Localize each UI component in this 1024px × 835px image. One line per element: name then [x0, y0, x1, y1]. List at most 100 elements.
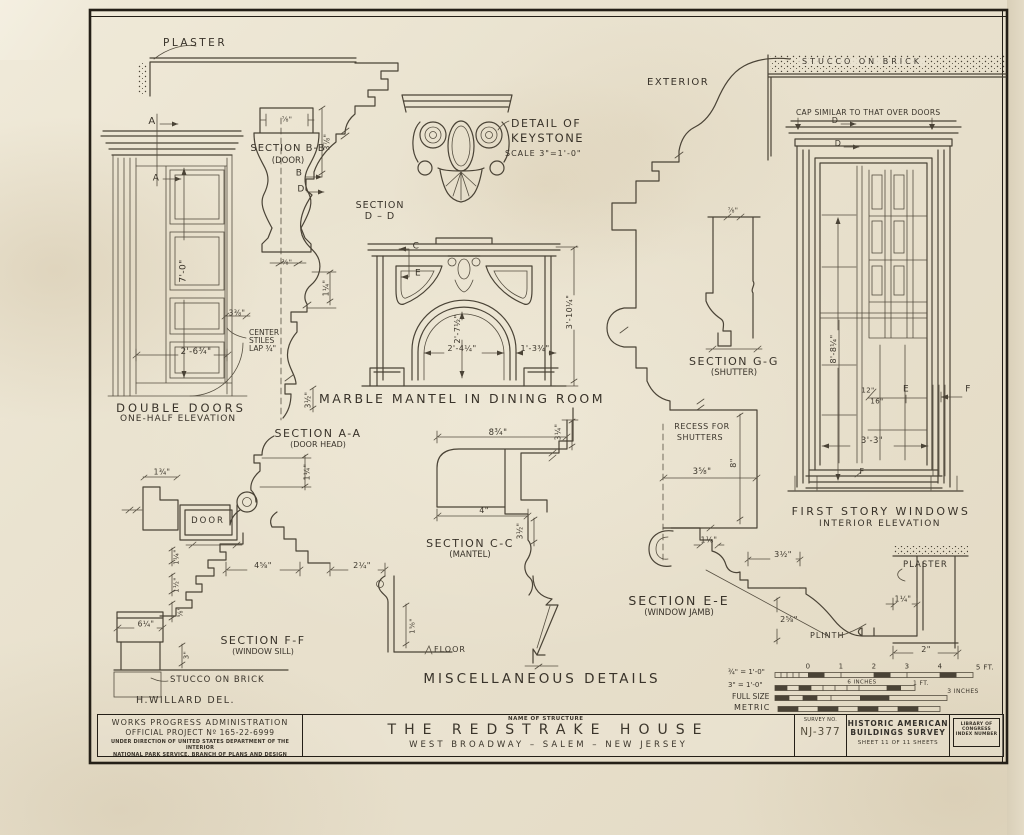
wpa-line2: OFFICIAL PROJECT Nº 165-22-6999	[125, 728, 275, 737]
name-of-structure-label: NAME OF STRUCTURE	[508, 716, 584, 722]
section-gg-title: SECTION G-G	[689, 355, 779, 368]
dim-annotation: D	[834, 139, 842, 148]
section-aa-profile	[121, 435, 331, 564]
recess-note-line2: SHUTTERS	[676, 433, 724, 442]
wpa-line1: WORKS PROGRESS ADMINISTRATION	[111, 718, 289, 727]
dim-annotation: 5 FT.	[975, 663, 995, 672]
dim-annotation: 4⅝"	[254, 561, 272, 570]
loc-line1: LIBRARY OF CONGRESS	[960, 722, 993, 732]
dim-annotation: D	[297, 184, 305, 195]
dim-annotation: 1¼"	[302, 463, 312, 481]
windows-title: FIRST STORY WINDOWS	[791, 505, 971, 518]
dim-annotation: 3'-10¼"	[565, 294, 574, 330]
dim-annotation: 3⅞"	[322, 133, 332, 151]
plinth-detail	[799, 546, 969, 660]
cap-note-arrows	[795, 117, 935, 130]
mantel-title: MARBLE MANTEL IN DINING ROOM	[318, 391, 606, 406]
survey-no-value: NJ-377	[800, 726, 841, 738]
plaster-note-right: PLASTER	[903, 560, 948, 570]
dim-annotation: 1⅝"	[408, 618, 417, 634]
dim-annotation: 3	[904, 662, 910, 671]
dim-annotation: 3¼"	[553, 423, 563, 441]
section-bb-title: SECTION B-B	[250, 143, 326, 154]
dim-annotation: D	[831, 116, 839, 125]
section-ee-profile	[648, 527, 829, 645]
dim-annotation: 1	[838, 662, 844, 671]
habs-line1: HISTORIC AMERICAN	[847, 719, 949, 728]
stucco-note-bottomleft: STUCCO ON BRICK	[170, 675, 265, 685]
dim-annotation: 2'-6¾"	[180, 346, 212, 357]
dim-annotation: 6¼"	[137, 619, 155, 629]
section-ee-title: SECTION E-E	[628, 593, 730, 608]
section-aa-subtitle: (DOOR HEAD)	[290, 440, 346, 449]
dim-annotation: 4	[937, 662, 943, 671]
dim-annotation: 2	[871, 662, 877, 671]
scale-bars	[774, 672, 974, 712]
dim-annotation: FLOOR	[434, 645, 466, 654]
dim-annotation: ⅞"	[281, 115, 293, 124]
title-block-wpa-cell: WORKS PROGRESS ADMINISTRATION OFFICIAL P…	[98, 715, 302, 758]
dim-annotation: 1½"	[172, 577, 181, 593]
keystone-scale-note: SCALE 3"=1'-0"	[505, 149, 582, 158]
dim-annotation: 1'-3¾"	[520, 344, 550, 353]
double-doors-subtitle: ONE-HALF ELEVATION	[119, 414, 237, 424]
dim-annotation: 1⅛"	[700, 535, 718, 545]
loc-line2: INDEX NUMBER	[955, 732, 998, 737]
center-stiles-note-line1: CENTER	[249, 328, 280, 337]
center-stiles-note-line2: STILES	[249, 336, 275, 345]
dim-annotation: 12"	[861, 386, 875, 395]
stucco-note-topright: STUCCO ON BRICK	[799, 57, 925, 67]
library-of-congress-box: LIBRARY OF CONGRESS INDEX NUMBER	[953, 718, 1000, 747]
dim-annotation: 3'-3"	[860, 435, 884, 446]
dim-annotation: 6 INCHES	[847, 679, 877, 686]
windows-subtitle: INTERIOR ELEVATION	[818, 519, 942, 529]
dim-annotation: 4"	[479, 506, 489, 515]
double-doors-elevation	[100, 113, 325, 421]
double-doors-title: DOUBLE DOORS	[116, 401, 246, 415]
dim-annotation: 3½"	[515, 522, 525, 540]
dim-annotation: C	[412, 241, 420, 252]
dim-annotation: ⅝"	[176, 606, 185, 618]
exterior-note: EXTERIOR	[647, 77, 710, 88]
title-block-habs-cell: HISTORIC AMERICAN BUILDINGS SURVEY SHEET…	[846, 715, 949, 756]
dim-annotation: A	[152, 173, 160, 184]
scale4-label: METRIC	[734, 703, 771, 712]
dim-annotation: A	[148, 116, 156, 127]
section-cc-title: SECTION C-C	[426, 537, 514, 550]
section-ee-subtitle: (WINDOW JAMB)	[644, 608, 714, 618]
cap-similar-note: CAP SIMILAR TO THAT OVER DOORS	[796, 108, 941, 117]
center-stiles-note-line3: LAP ¾"	[249, 344, 277, 353]
dim-annotation: 3"	[182, 650, 191, 660]
paper-edge	[1007, 0, 1024, 835]
section-gg-profile	[705, 213, 763, 353]
dim-annotation: 2¼"	[353, 561, 371, 570]
section-dd-subtitle: D – D	[364, 211, 396, 222]
dim-annotation: F	[859, 467, 865, 476]
dim-annotation: F	[965, 384, 971, 395]
dim-annotation: E	[902, 384, 910, 395]
dim-annotation: 3 INCHES	[947, 688, 979, 695]
structure-name: THE REDSTRAKE HOUSE	[387, 722, 710, 738]
sheet-border	[88, 8, 1009, 765]
scale1-label: ¾" = 1'-0"	[728, 668, 765, 676]
scale3-label: FULL SIZE	[732, 692, 770, 701]
plaster-corner-detail	[137, 45, 357, 97]
section-cc-subtitle: (MANTEL)	[449, 550, 491, 560]
plinth-note: PLINTH	[810, 631, 845, 640]
dim-annotation: 1¾"	[153, 467, 171, 477]
dim-annotation: 1¼"	[172, 549, 181, 565]
dim-annotation: B	[295, 168, 303, 179]
dim-annotation: 3⅜"	[228, 308, 246, 318]
habs-line2: BUILDINGS SURVEY	[850, 728, 946, 737]
window-elevation	[785, 120, 964, 492]
dim-annotation: 3½"	[774, 550, 792, 559]
scale2-label: 3" = 1'-0"	[728, 681, 763, 689]
dim-annotation: 0	[805, 662, 811, 671]
dim-annotation: 8'-8¼"	[829, 334, 838, 364]
section-ff-profile	[113, 532, 453, 698]
dim-annotation: 2"	[921, 645, 931, 654]
dim-annotation: 8¾"	[488, 427, 508, 438]
wpa-line3: UNDER DIRECTION OF UNITED STATES DEPARTM…	[110, 738, 290, 751]
plaster-note-topleft: PLASTER	[163, 37, 228, 49]
